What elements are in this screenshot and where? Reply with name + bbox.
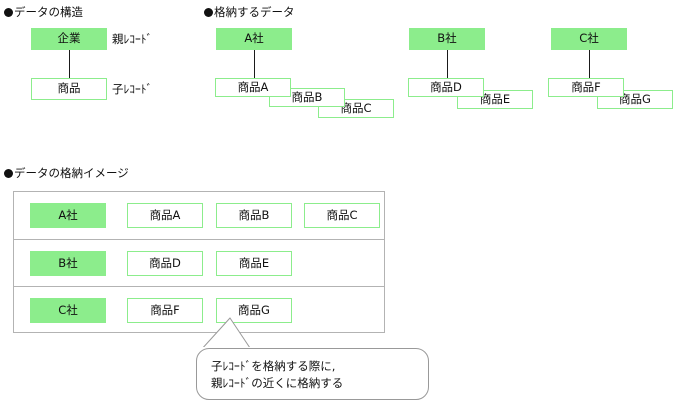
group-connector-line-c <box>589 50 590 78</box>
storage-cell-child-a2: 商品B <box>216 203 292 228</box>
bullet-icon <box>4 8 13 17</box>
stored-data-section-heading: 格納するデータ <box>204 5 295 19</box>
group-connector-line-a <box>254 50 255 78</box>
parent-record-label: 親ﾚｺｰﾄﾞ <box>112 32 153 46</box>
callout-line-1: 子ﾚｺｰﾄﾞを格納する際に, <box>211 359 336 373</box>
structure-section-heading: データの構造 <box>4 5 83 19</box>
storage-cell-child-b1: 商品D <box>127 251 203 276</box>
storage-cell-child-a3: 商品C <box>304 203 380 228</box>
storage-cell-parent-b: B社 <box>30 251 106 276</box>
group-parent-box-c: C社 <box>551 28 627 50</box>
storage-row: C社 商品F 商品G <box>14 286 384 333</box>
bullet-icon <box>204 8 213 17</box>
storage-cell-parent-a: A社 <box>30 203 106 228</box>
storage-image-heading-text: データの格納イメージ <box>14 166 129 180</box>
storage-cell-parent-c: C社 <box>30 298 106 323</box>
structure-parent-box: 企業 <box>31 28 107 50</box>
storage-image-section-heading: データの格納イメージ <box>4 166 129 180</box>
group-child-box-b1: 商品D <box>408 78 484 97</box>
group-parent-box-b: B社 <box>409 28 485 50</box>
storage-container: A社 商品A 商品B 商品C B社 商品D 商品E C社 商品F 商品G <box>13 191 385 333</box>
group-parent-box-a: A社 <box>216 28 292 50</box>
storage-cell-child-b2: 商品E <box>216 251 292 276</box>
storage-row: B社 商品D 商品E <box>14 239 384 286</box>
group-child-box-c1: 商品F <box>548 78 624 97</box>
structure-child-box: 商品 <box>31 78 107 100</box>
group-child-box-a1: 商品A <box>215 78 291 97</box>
callout-line-2: 親ﾚｺｰﾄﾞの近くに格納する <box>211 376 344 390</box>
structure-heading-text: データの構造 <box>14 5 83 19</box>
storage-row: A社 商品A 商品B 商品C <box>14 192 384 239</box>
structure-connector-line <box>69 50 70 78</box>
stored-data-heading-text: 格納するデータ <box>214 5 295 19</box>
bullet-icon <box>4 169 13 178</box>
group-connector-line-b <box>447 50 448 78</box>
callout-bubble: 子ﾚｺｰﾄﾞを格納する際に, 親ﾚｺｰﾄﾞの近くに格納する <box>196 348 429 400</box>
storage-cell-child-a1: 商品A <box>127 203 203 228</box>
storage-cell-child-c1: 商品F <box>127 298 203 323</box>
child-record-label: 子ﾚｺｰﾄﾞ <box>112 82 153 96</box>
storage-cell-child-c2: 商品G <box>216 298 292 323</box>
